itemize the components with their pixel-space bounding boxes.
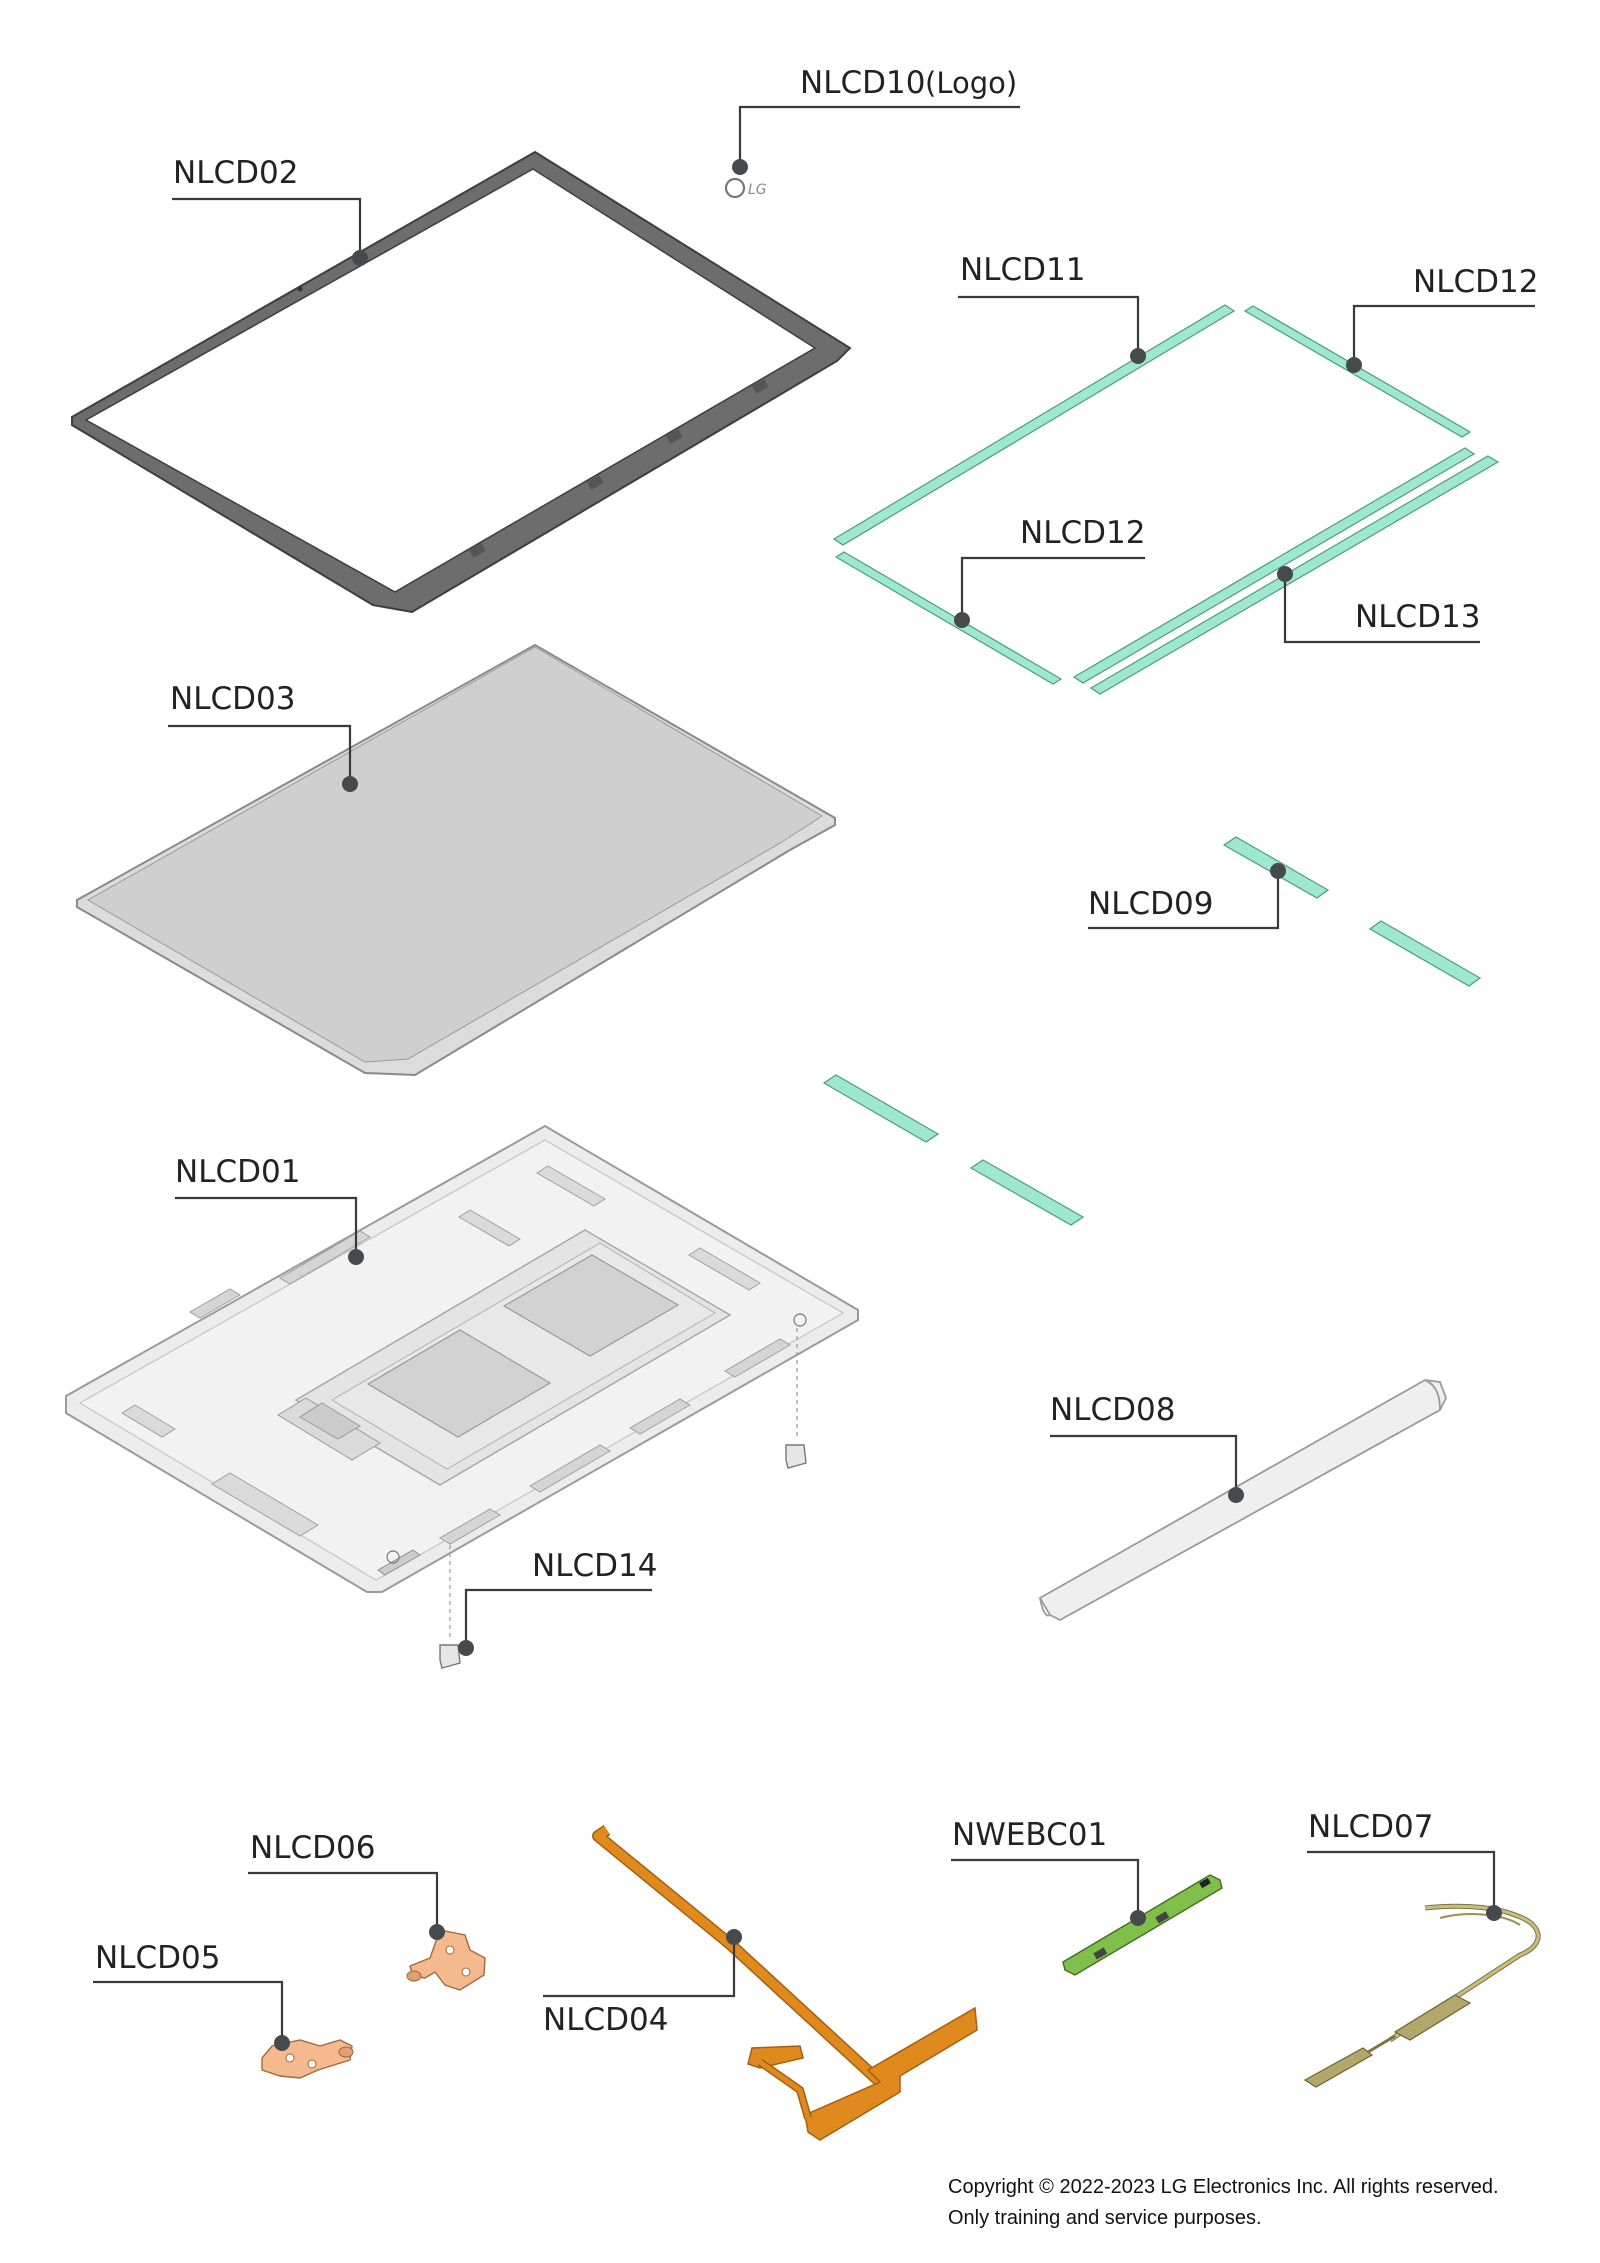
label-tape-top: NLCD11 bbox=[960, 252, 1085, 288]
copyright-line-1: Copyright © 2022-2023 LG Electronics Inc… bbox=[948, 2176, 1499, 2198]
tape-top-strip bbox=[832, 304, 1236, 546]
logo-part: LG bbox=[724, 177, 767, 199]
hinge-right-part bbox=[406, 1929, 486, 1991]
label-edp-cable: NLCD04 bbox=[543, 2002, 668, 2038]
label-tape-side-right: NLCD12 bbox=[1413, 264, 1538, 300]
part-labels: NLCD10 (Logo) NLCD02 NLCD11 NLCD12 NLCD1… bbox=[95, 65, 1538, 2038]
label-clip: NLCD14 bbox=[532, 1548, 657, 1584]
label-tape-small: NLCD09 bbox=[1088, 886, 1213, 922]
antenna-part bbox=[1303, 1903, 1541, 2088]
logo-glyph: LG bbox=[748, 182, 767, 198]
edp-cable-part bbox=[592, 1825, 978, 2141]
label-hinge-right: NLCD06 bbox=[250, 1830, 375, 1866]
back-cover-part bbox=[65, 1124, 859, 1640]
adhesive-tapes bbox=[822, 304, 1500, 1226]
label-antenna: NLCD07 bbox=[1308, 1809, 1433, 1845]
tape-small-2 bbox=[1368, 920, 1482, 987]
label-hinge-cover: NLCD08 bbox=[1050, 1392, 1175, 1428]
label-hinge-left: NLCD05 bbox=[95, 1940, 220, 1976]
copyright-notice: Copyright © 2022-2023 LG Electronics Inc… bbox=[948, 2172, 1499, 2234]
label-bezel: NLCD02 bbox=[173, 155, 298, 191]
tape-small-3 bbox=[822, 1074, 940, 1143]
bezel-part bbox=[71, 150, 852, 614]
label-back-cover: NLCD01 bbox=[175, 1154, 300, 1190]
tape-bottom-strip-1 bbox=[1072, 447, 1476, 684]
tape-side-left-strip bbox=[834, 551, 1063, 685]
label-tape-bottom: NLCD13 bbox=[1355, 599, 1480, 635]
hinge-cover-part bbox=[1038, 1379, 1447, 1622]
label-webcam: NWEBC01 bbox=[952, 1817, 1107, 1853]
leader-lines bbox=[93, 105, 1535, 2051]
lcd-panel-part bbox=[76, 643, 836, 1077]
label-tape-side-left: NLCD12 bbox=[1020, 515, 1145, 551]
webcam-part bbox=[1062, 1874, 1223, 1976]
clip-parts bbox=[439, 1444, 807, 1669]
tape-bottom-strip-2 bbox=[1089, 455, 1500, 695]
label-logo-note: (Logo) bbox=[925, 66, 1017, 100]
label-panel: NLCD03 bbox=[170, 681, 295, 717]
label-logo: NLCD10 bbox=[800, 65, 925, 101]
copyright-line-2: Only training and service purposes. bbox=[948, 2207, 1262, 2229]
tape-small-4 bbox=[969, 1159, 1085, 1226]
